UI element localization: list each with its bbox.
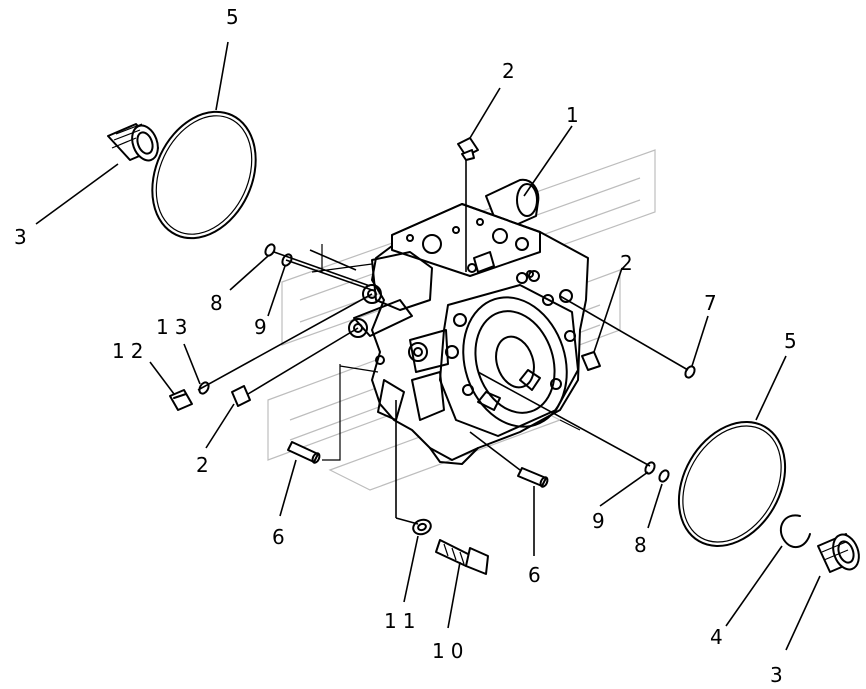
callout-8-left: 8 [210,291,229,315]
callout-3-left: 3 [14,225,33,249]
callout-8-right: 8 [634,533,653,557]
callout-labels: 1 2 5 3 8 9 13 12 2 6 2 7 5 9 8 6 11 10 … [14,5,803,687]
bearing-right [817,533,860,573]
callout-12: 12 [112,339,149,363]
callout-6-right: 6 [528,563,547,587]
plug-right [581,351,601,371]
assembly-lines [197,160,689,525]
o-ring-13 [198,381,210,395]
callout-3-right: 3 [770,663,789,687]
o-ring-7 [684,365,696,379]
callout-6-left: 6 [272,525,291,549]
callout-11: 11 [384,609,421,633]
plug-12 [169,389,193,411]
pin-right [517,467,549,488]
callout-5-left: 5 [226,5,245,29]
o-ring-large-right [677,421,787,547]
callout-10: 10 [432,639,469,663]
bearing-left [107,123,159,162]
plug-top [457,137,479,161]
callout-13: 13 [156,315,193,339]
hydraulic-pump-assembly [348,178,589,465]
callout-2-left: 2 [196,453,215,477]
callout-2-right: 2 [620,251,639,275]
callout-9-right: 9 [592,509,611,533]
callout-4: 4 [710,625,729,649]
plug-left [231,385,251,407]
o-ring-8-left [264,243,276,257]
o-ring-large-left [151,110,257,240]
callout-9-left: 9 [254,315,273,339]
pin-left [287,441,321,464]
callout-1: 1 [566,103,585,127]
callout-7: 7 [704,291,723,315]
callout-2-top: 2 [502,59,521,83]
callout-leaders [35,41,821,651]
bolt [435,539,489,575]
washer [412,518,432,536]
snap-ring [779,514,811,549]
callout-5-right: 5 [784,329,803,353]
o-ring-8-right [658,469,670,483]
